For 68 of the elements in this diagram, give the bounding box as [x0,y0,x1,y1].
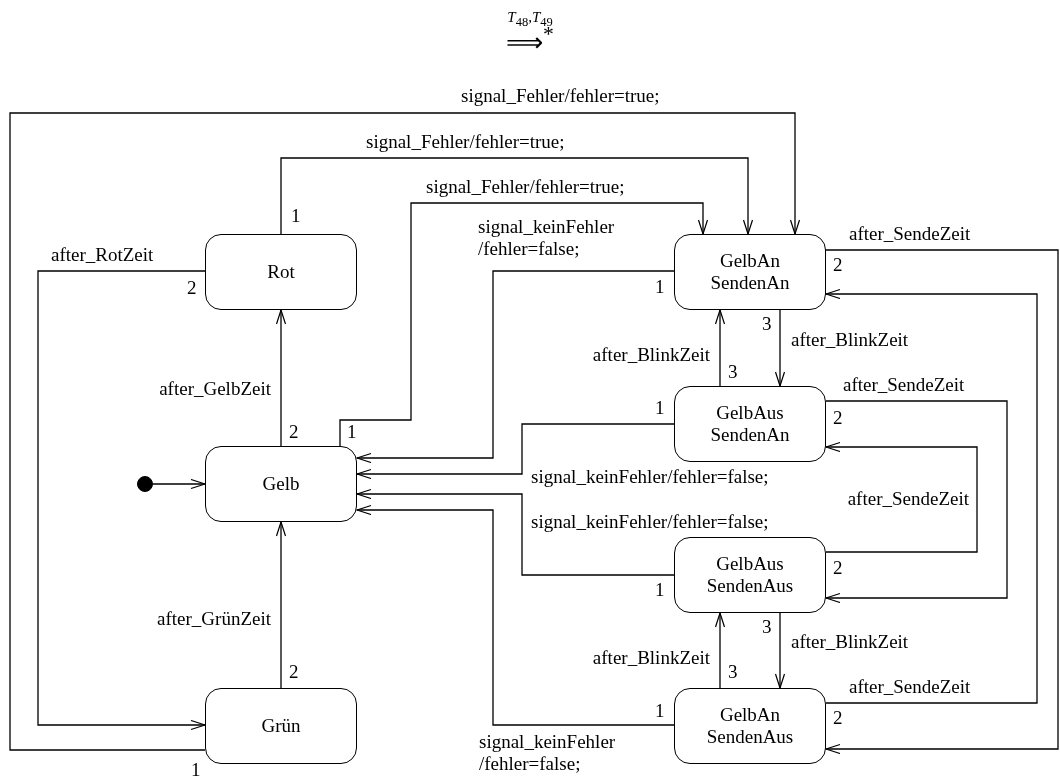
edge-label: signal_keinFehler/fehler=false; [530,511,770,533]
priority-number: 1 [655,398,665,419]
priority-number: 2 [833,255,843,276]
state-box [674,386,826,462]
priority-number: 2 [833,408,843,429]
edge-label: after_RotZeit [50,244,155,266]
priority-number: 1 [655,580,665,601]
edge-label: after_SendeZeit [848,676,972,698]
priority-number: 1 [347,422,357,443]
edge-label: after_GrünZeit [156,608,272,630]
state-box [205,234,357,310]
edge-label: after_BlinkZeit [790,329,910,351]
transition-arrow [356,488,675,576]
state-box [674,688,826,764]
edge-label: after_GelbZeit [158,378,272,400]
state-name: GelbAus SendenAus [705,553,795,597]
transition-arrow [280,157,754,235]
transition-arrow [774,612,786,689]
transition-arrow [9,112,801,751]
priority-number: 1 [291,206,301,227]
priority-number: 3 [728,362,738,383]
state-name: GelbAn SendenAus [705,704,795,748]
transition-arrow [825,441,978,553]
edge-label: signal_Fehler/fehler=true; [365,131,566,153]
transition-arrow [339,202,709,447]
edge-label: after_SendeZeit [842,374,966,396]
transition-arrow [825,400,1008,604]
priority-number: 1 [655,701,665,722]
priority-number: 1 [655,277,665,298]
transition-arrow [714,612,726,689]
edge-label: after_BlinkZeit [790,631,910,653]
edge-label: after_SendeZeit [846,488,970,510]
transition-arrow [825,288,1038,704]
state-name: GelbAn SendenAn [709,250,791,294]
state-box [205,446,357,522]
edge-label: after_BlinkZeit [591,647,711,669]
priority-number: 3 [728,662,738,683]
state-box [205,688,357,764]
transition-arrow [152,478,206,490]
priority-number: 2 [833,558,843,579]
transition-arrow [37,270,206,731]
priority-number: 1 [191,760,201,781]
transition-arrow [356,504,675,726]
priority-number: 3 [762,617,772,638]
priority-number: 3 [762,314,772,335]
initial-state-dot [137,476,153,492]
transition-arrow [714,309,726,387]
edge-label: after_SendeZeit [848,223,972,245]
priority-number: 2 [289,662,299,683]
priority-number: 2 [289,422,299,443]
priority-number: 2 [833,708,843,729]
edge-label: signal_keinFehler/fehler=false; [530,466,770,488]
state-box [674,234,826,310]
priority-number: 2 [187,278,197,299]
edge-label: after_BlinkZeit [591,344,711,366]
edge-label: signal_Fehler/fehler=true; [425,176,626,198]
state-box [674,537,826,613]
transition-arrow [356,423,675,480]
state-name: Grün [260,715,302,737]
edge-label: signal_Fehler/fehler=true; [460,85,661,107]
transition-arrow [275,521,287,689]
transition-arrow [356,270,675,464]
transition-arrow [825,249,1059,755]
transition-arrow [275,309,287,447]
transition-arrow [774,309,786,387]
state-name: Gelb [261,473,301,495]
state-name: GelbAus SendenAn [709,402,791,446]
state-name: Rot [266,261,296,283]
